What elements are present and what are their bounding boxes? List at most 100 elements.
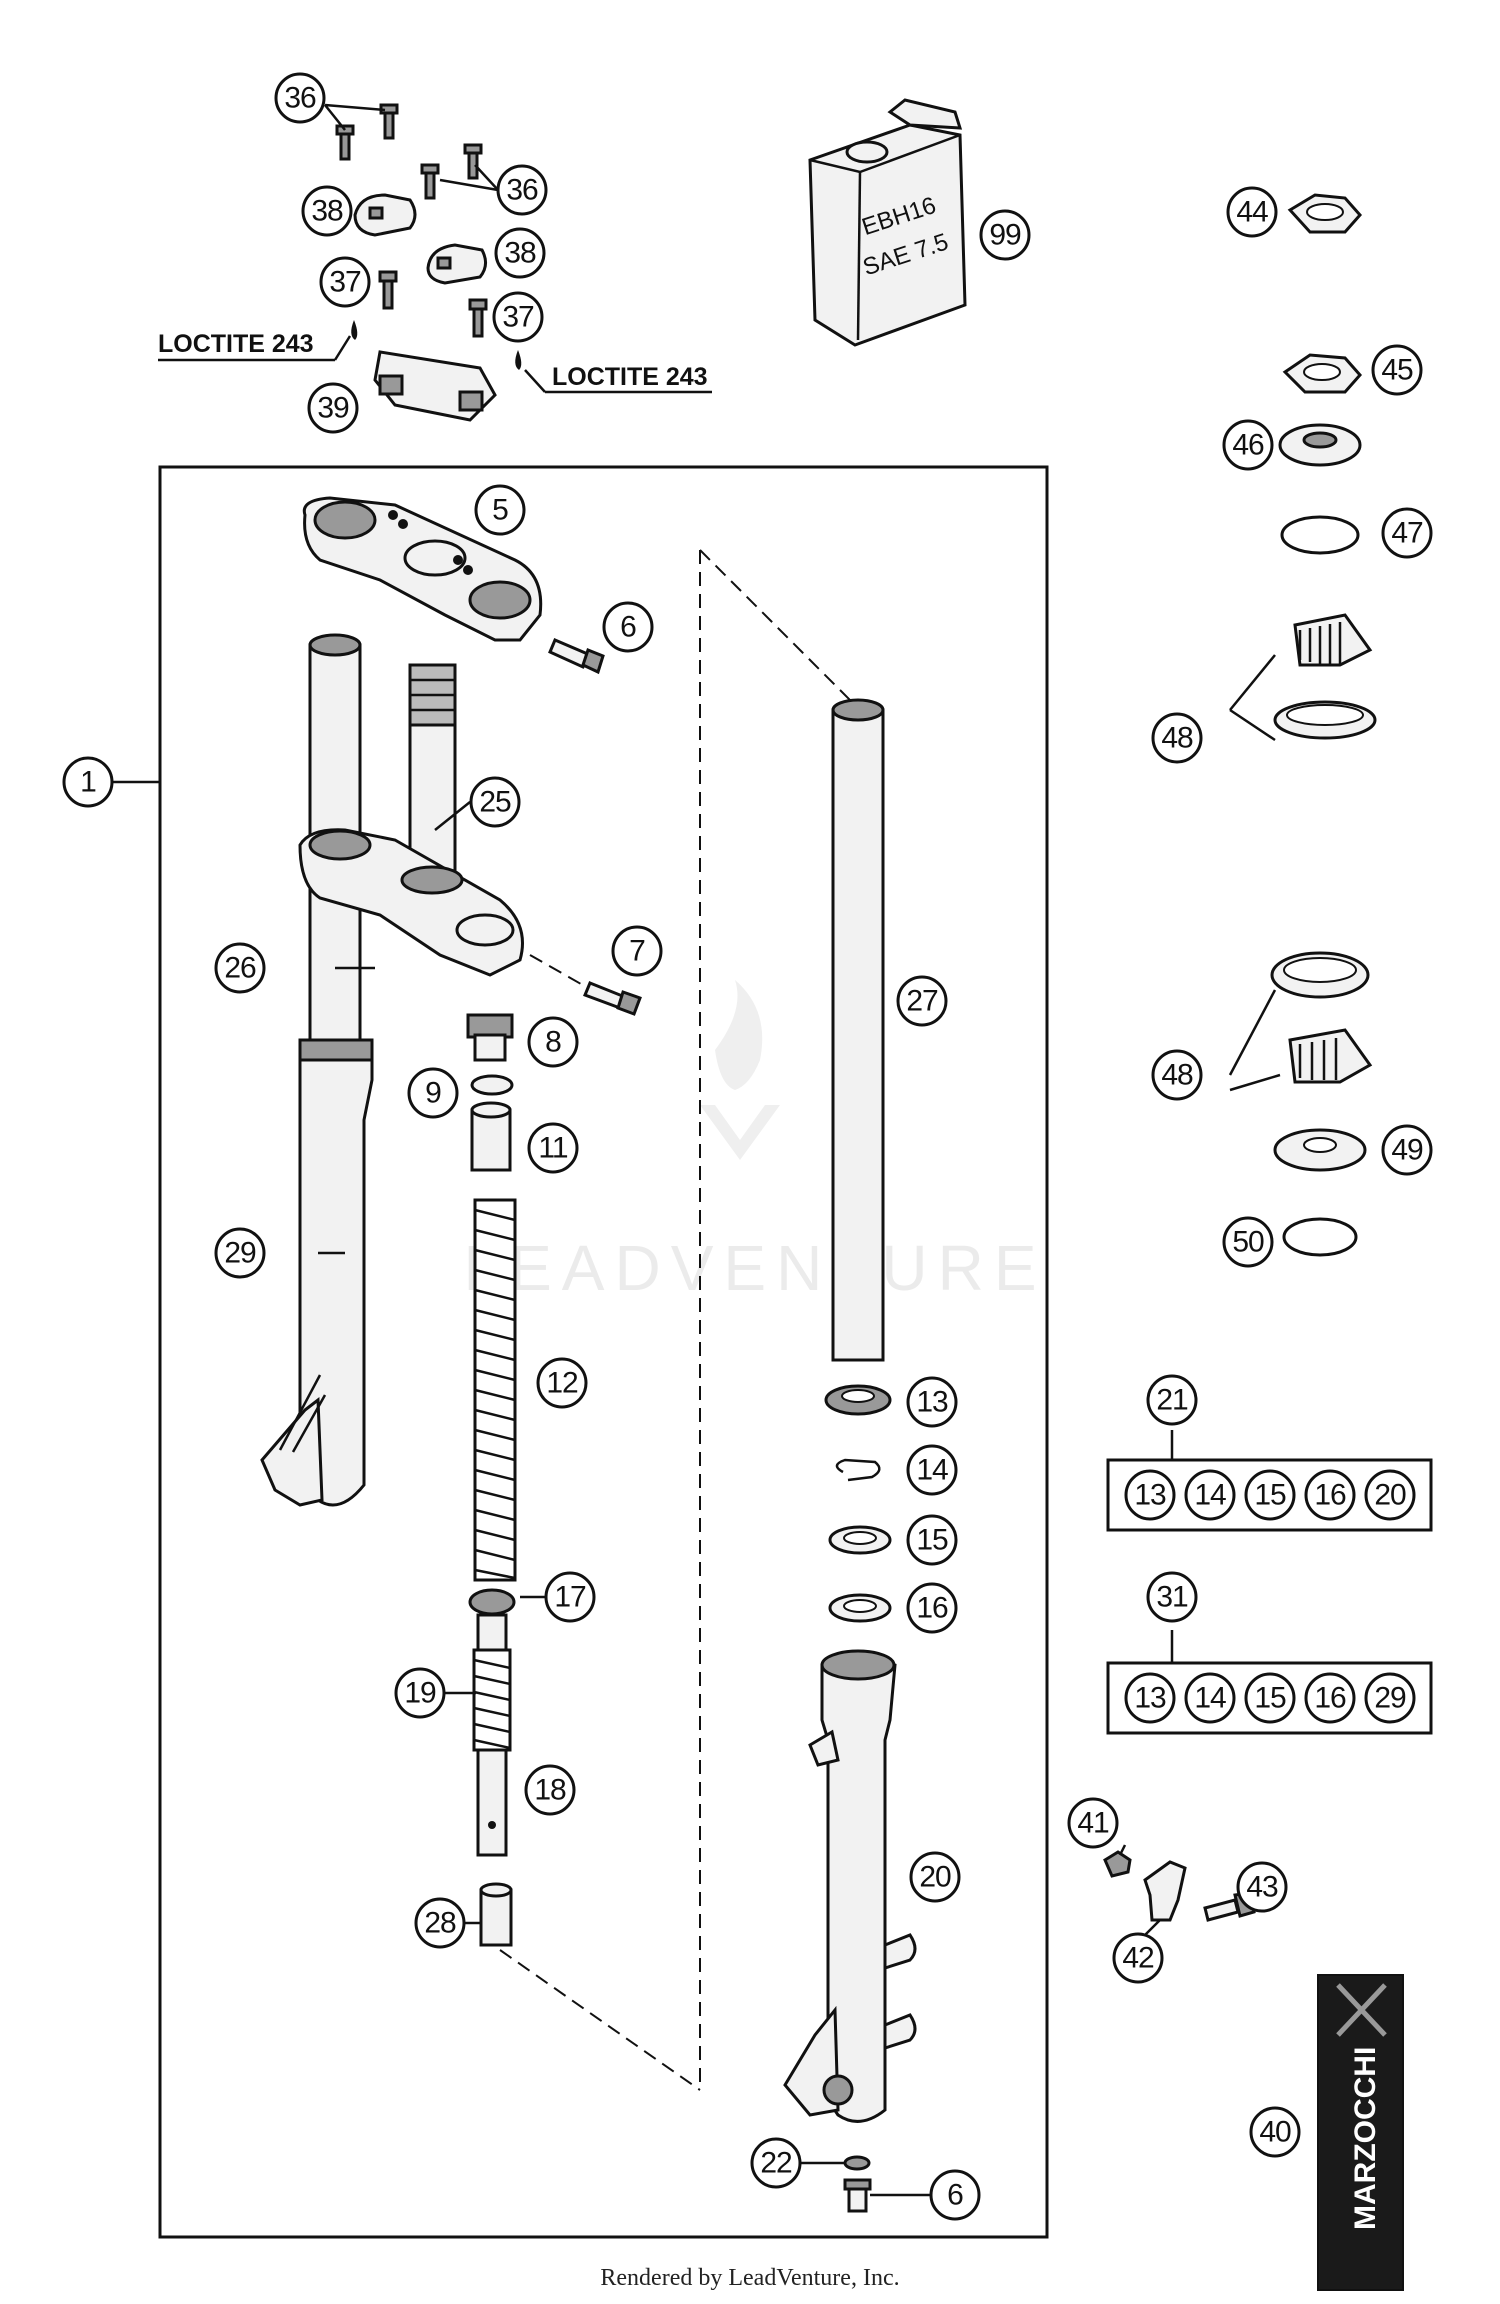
screw-36-b — [379, 103, 399, 140]
callout-5: 5 — [474, 484, 526, 536]
callout-37-a: 37 — [319, 256, 371, 308]
svg-text:15: 15 — [916, 1524, 948, 1557]
bearing-48-lower — [1228, 951, 1373, 1092]
callout-45: 45 — [1371, 344, 1423, 396]
kit-31-item: 14 — [1184, 1672, 1236, 1724]
handlebar-clamp-group: LOCTITE 243 LOCTITE 243 — [158, 103, 712, 422]
svg-text:43: 43 — [1246, 1871, 1278, 1904]
svg-text:22: 22 — [760, 2147, 792, 2180]
kit-21-item: 14 — [1184, 1469, 1236, 1521]
svg-text:46: 46 — [1232, 429, 1264, 462]
svg-text:12: 12 — [546, 1367, 578, 1400]
callout-40: 40 — [1249, 2106, 1301, 2158]
rebound-stop-28 — [479, 1882, 513, 1947]
screw-36-a — [335, 124, 355, 161]
callout-16: 16 — [906, 1582, 958, 1634]
callout-38-a: 38 — [301, 185, 353, 237]
kit-21-item: 20 — [1364, 1469, 1416, 1521]
clamp-38-a — [353, 193, 417, 237]
screw-37-b — [468, 298, 522, 370]
upper-triple-clamp — [302, 496, 543, 642]
bolt-6-top — [548, 638, 605, 675]
footer-credit: Rendered by LeadVenture, Inc. — [600, 2265, 899, 2291]
svg-text:16: 16 — [916, 1592, 948, 1625]
svg-text:44: 44 — [1236, 196, 1268, 229]
callout-27: 27 — [896, 975, 948, 1027]
svg-text:26: 26 — [224, 952, 256, 985]
bolt-7 — [529, 954, 642, 1016]
callout-99: 99 — [979, 209, 1031, 261]
fork-cap-8 — [466, 1013, 514, 1062]
svg-text:40: 40 — [1259, 2116, 1291, 2149]
svg-text:19: 19 — [404, 1677, 436, 1710]
callout-48-b: 48 — [1151, 1049, 1203, 1101]
callout-22: 22 — [750, 2137, 802, 2189]
svg-text:21: 21 — [1156, 1384, 1188, 1417]
callout-11: 11 — [527, 1122, 579, 1174]
svg-text:48: 48 — [1161, 1059, 1193, 1092]
nut-44 — [1287, 193, 1363, 234]
svg-text:39: 39 — [317, 392, 349, 425]
svg-text:11: 11 — [538, 1132, 567, 1165]
assembly-frame — [158, 465, 1049, 2239]
kit-21-item: 16 — [1304, 1469, 1356, 1521]
callout-43: 43 — [1236, 1861, 1288, 1913]
svg-text:37: 37 — [502, 301, 534, 334]
svg-text:37: 37 — [329, 266, 361, 299]
svg-text:27: 27 — [906, 985, 938, 1018]
callout-12: 12 — [536, 1357, 588, 1409]
left-fork-leg — [260, 633, 374, 1507]
svg-text:31: 31 — [1156, 1581, 1188, 1614]
callout-26: 26 — [214, 942, 266, 994]
callouts: 1 5 6 6 7 8 9 11 12 13 14 15 16 17 18 19… — [62, 72, 1433, 2221]
alignment-line-bottom — [499, 1949, 701, 2091]
callout-21: 21 — [1146, 1374, 1198, 1426]
spacer-11 — [470, 1101, 512, 1172]
callout-41: 41 — [1067, 1797, 1119, 1849]
watermark: LEADVENTURE — [464, 980, 1037, 1304]
callout-8: 8 — [527, 1016, 579, 1068]
callout-39: 39 — [307, 382, 359, 434]
callout-37-b: 37 — [492, 291, 544, 343]
callout-46: 46 — [1222, 419, 1274, 471]
svg-text:16: 16 — [1314, 1479, 1346, 1512]
svg-text:38: 38 — [504, 237, 536, 270]
marzocchi-decal-40: MARZOCCHI — [1317, 1974, 1404, 2291]
svg-text:18: 18 — [534, 1774, 566, 1807]
callout-6-bottom: 6 — [929, 2169, 981, 2221]
screw-36-d — [463, 143, 483, 180]
svg-text:45: 45 — [1381, 354, 1413, 387]
svg-text:9: 9 — [425, 1077, 441, 1110]
svg-text:6: 6 — [947, 2179, 963, 2212]
nut-41 — [1103, 1850, 1132, 1878]
svg-text:6: 6 — [620, 611, 636, 644]
svg-text:47: 47 — [1391, 517, 1423, 550]
o-ring-50 — [1282, 1217, 1358, 1257]
svg-text:13: 13 — [916, 1386, 948, 1419]
svg-text:29: 29 — [224, 1237, 256, 1270]
svg-text:14: 14 — [1194, 1682, 1226, 1715]
callout-20: 20 — [909, 1851, 961, 1903]
callout-48-a: 48 — [1151, 712, 1203, 764]
svg-text:28: 28 — [424, 1907, 456, 1940]
svg-text:14: 14 — [916, 1454, 948, 1487]
callout-14: 14 — [906, 1444, 958, 1496]
svg-text:1: 1 — [80, 766, 96, 799]
callout-29: 29 — [214, 1227, 266, 1279]
svg-text:13: 13 — [1134, 1682, 1166, 1715]
svg-text:20: 20 — [919, 1861, 951, 1894]
svg-text:14: 14 — [1194, 1479, 1226, 1512]
washer-22-bolt-6 — [843, 2155, 872, 2213]
kit-21-item: 15 — [1244, 1469, 1296, 1521]
svg-text:48: 48 — [1161, 722, 1193, 755]
seal-parts-13-16 — [824, 1384, 892, 1623]
callout-42: 42 — [1112, 1932, 1164, 1984]
washer-46 — [1278, 423, 1362, 467]
screw-37-a — [351, 270, 398, 340]
cable-clip-42 — [1143, 1860, 1187, 1922]
alignment-line-right — [699, 549, 856, 706]
svg-text:36: 36 — [506, 174, 538, 207]
loctite-note-right: LOCTITE 243 — [552, 363, 708, 391]
fork-slider-20 — [783, 1649, 917, 2123]
